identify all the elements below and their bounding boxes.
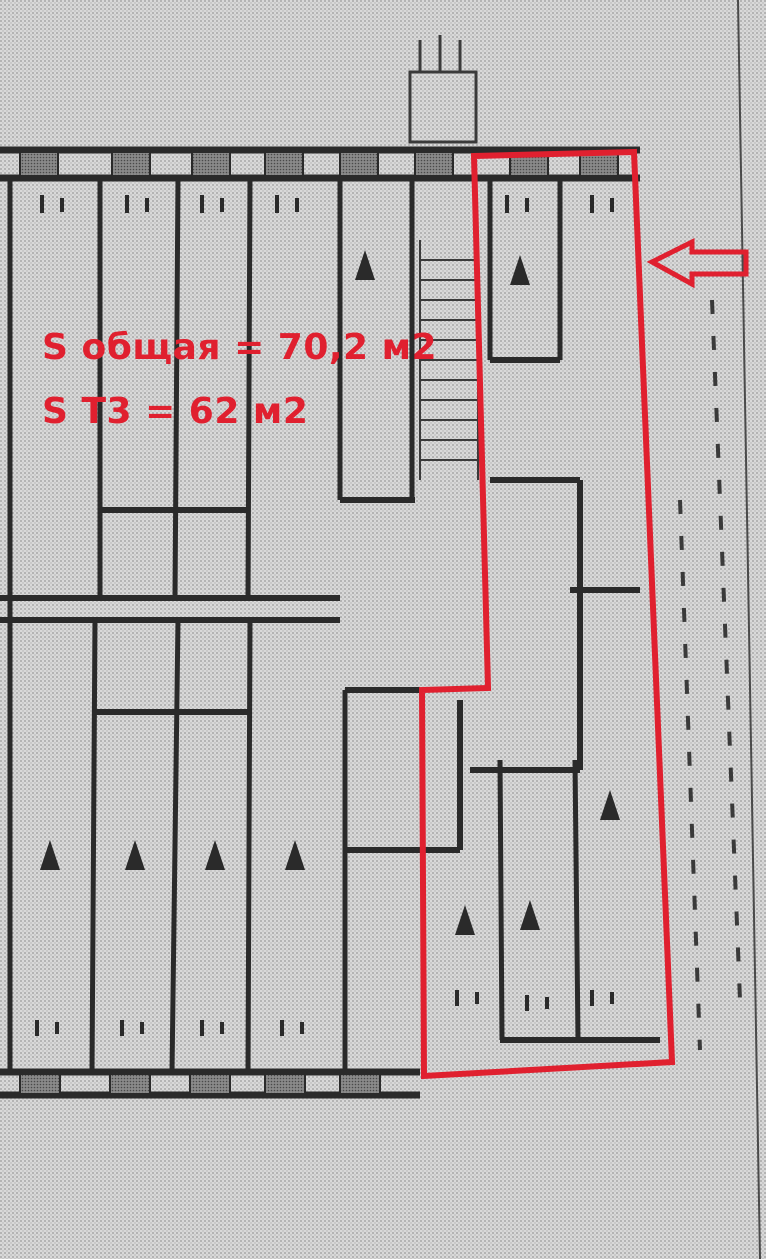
arrow-left-icon	[646, 237, 749, 289]
exterior-dashes	[678, 299, 742, 1051]
t3-area-label: S Т3 = 62 м2	[42, 391, 309, 432]
corridor-walls	[0, 357, 660, 1043]
room-markings	[35, 195, 620, 1036]
total-area-label: S общая = 70,2 м2	[42, 327, 438, 368]
page-edge	[737, 0, 761, 1259]
top-windows	[19, 151, 619, 177]
apartment-highlight-outline	[418, 148, 676, 1080]
partition-walls	[7, 177, 581, 1073]
roof-vent	[408, 35, 478, 144]
bottom-windows	[19, 1073, 381, 1095]
